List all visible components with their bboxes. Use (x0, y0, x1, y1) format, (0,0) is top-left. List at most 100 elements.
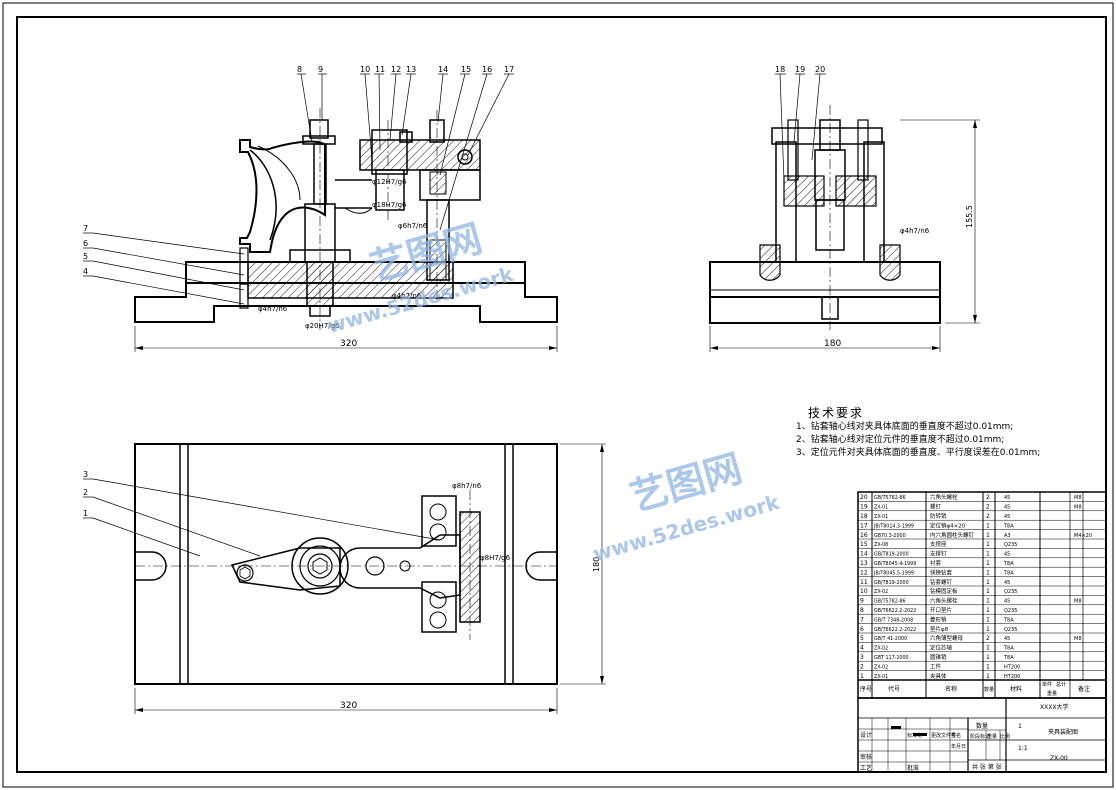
fit-label-9: φ8H7/g6 (480, 554, 511, 562)
bom-header: 序号 代号 名称 数量 材料 单件 总计 重量 备注 (860, 681, 1090, 697)
bom-cell-qty: 1 (986, 598, 990, 605)
review-label: 审核 (860, 753, 872, 761)
bom-cell-no: 19 (860, 504, 868, 511)
callout-13: 13 (406, 65, 416, 74)
bom-cell-no: 12 (860, 569, 868, 576)
change-label: 更改文件号 (931, 732, 956, 739)
callout-8: 8 (297, 65, 302, 74)
fit-label-6: φ20H7/g6 (305, 322, 340, 330)
bom-cell-mat: T8A (1003, 570, 1014, 576)
bom-cell-code: GB/T 41-2000 (874, 636, 907, 642)
bom-cell-no: 10 (860, 588, 868, 595)
tech-requirement-1: 1、钻套轴心线对夹具体底面的垂直度不超过0.01mm; (796, 422, 1014, 432)
bom-cell-name: 定位芯轴 (930, 644, 953, 652)
bom-cell-mat: T8A (1003, 561, 1014, 567)
bom-cell-code: GB70.3-2000 (874, 533, 906, 539)
bom-cell-mat: A3 (1004, 533, 1011, 539)
bom-cell-no: 14 (860, 551, 868, 558)
bom-cell-qty: 1 (986, 654, 990, 661)
bom-cell-mat: HT200 (1004, 664, 1020, 670)
bom-cell-name: 衬套 (930, 559, 942, 567)
side-view (709, 73, 980, 352)
bom-cell-name: 支撑钉 (930, 550, 947, 558)
tech-requirement-3: 3、定位元件对夹具体底面的垂直度、平行度误差在0.01mm; (796, 448, 1041, 458)
bom-cell-code: GBT 117-2000 (874, 655, 909, 661)
sheet-total: 共 张 第 张 (972, 763, 1002, 771)
front-view (134, 108, 558, 352)
bom-cell-qty: 1 (986, 616, 990, 623)
bom-cell-qty: 1 (986, 673, 990, 680)
qty-value: 1 (1018, 723, 1022, 730)
bom-cell-code: GB/T6622.2-2022 (874, 627, 916, 633)
dim-front-width: 320 (340, 339, 357, 349)
bom-cell-name: 钻模固定板 (930, 587, 958, 595)
process-label: 工艺 (860, 764, 872, 772)
bom-cell-no: 6 (860, 626, 864, 633)
bom-cell-mat: Q235 (1004, 627, 1017, 633)
callout-2: 2 (83, 488, 88, 497)
dim-plan-width: 320 (340, 701, 357, 711)
bom-cell-no: 16 (860, 532, 868, 539)
callout-5: 5 (83, 252, 88, 261)
bom-cell-mat: Q235 (1004, 608, 1017, 614)
bom-cell-no: 17 (860, 522, 868, 529)
bom-cell-note: M8 (1074, 505, 1082, 511)
bom-cell-mat: 45 (1004, 495, 1010, 501)
bom-table (857, 491, 1107, 699)
scale-label: 比例 (1000, 733, 1010, 740)
bom-cell-qty: 1 (986, 579, 990, 586)
bom-cell-code: GB/T 7348-2008 (874, 617, 913, 623)
bom-cell-no: 8 (860, 607, 864, 614)
bom-cell-mat: 45 (1004, 599, 1010, 605)
callout-20: 20 (815, 65, 825, 74)
callout-11: 11 (375, 65, 385, 74)
weight-label: 重量 (987, 733, 997, 740)
school-name: XXXX大学 (1040, 703, 1068, 711)
bom-header-qty: 数量 (984, 686, 994, 693)
callout-4: 4 (83, 267, 88, 276)
bom-cell-no: 1 (860, 673, 864, 680)
tech-requirement-2: 2、钻套轴心线对定位元件的垂直度不超过0.01mm; (796, 435, 1005, 445)
bom-cell-name: 垫片φ8 (930, 625, 949, 633)
bom-cell-name: 内六角圆柱头螺钉 (930, 531, 975, 539)
bom-cell-code: GB/T8045.4-1999 (874, 561, 916, 567)
dim-side-height: 155.5 (965, 205, 974, 228)
fit-label-8: φ8h7/n6 (452, 482, 482, 490)
bom-header-total: 总计 (1056, 681, 1066, 688)
bom-cell-name: 夹具体 (930, 672, 947, 680)
bom-cell-code: ZX-01 (874, 514, 888, 520)
callout-19: 19 (795, 65, 805, 74)
bom-cell-name: 开口垫片 (930, 606, 952, 614)
bom-cell-qty: 1 (986, 626, 990, 633)
bom-header-unit: 单件 (1042, 681, 1052, 688)
bom-cell-qty: 1 (986, 551, 990, 558)
bom-cell-qty: 2 (986, 504, 990, 511)
bom-cell-no: 11 (860, 579, 868, 586)
title-block-text: XXXX大学 夹具装配图 ZX-00 数量 1 阶段标记 重量 比例 1:1 共… (860, 703, 1078, 772)
callout-6: 6 (83, 239, 88, 248)
bom-cell-qty: 1 (986, 569, 990, 576)
bom-header-weight: 重量 (1047, 690, 1057, 697)
bom-cell-mat: Q235 (1004, 589, 1017, 595)
bom-cell-name: 防转销 (930, 512, 947, 520)
bom-cell-qty: 1 (986, 532, 990, 539)
fit-label-7: φ4h7/n6 (900, 227, 930, 235)
bom-cell-code: GB/T5782-86 (874, 495, 906, 501)
bom-cell-note: M8 (1074, 636, 1082, 642)
callout-12: 12 (391, 65, 401, 74)
bom-cell-mat: 45 (1004, 552, 1010, 558)
bom-cell-mat: T8A (1003, 646, 1014, 652)
bom-cell-no: 5 (860, 635, 864, 642)
drawing-number: ZX-00 (1050, 755, 1068, 762)
bom-cell-qty: 1 (986, 541, 990, 548)
bom-cell-no: 15 (860, 541, 868, 548)
callout-14: 14 (438, 65, 448, 74)
bom-cell-qty: 1 (986, 663, 990, 670)
callout-1: 1 (83, 509, 88, 518)
bom-cell-qty: 1 (986, 522, 990, 529)
designer-label: 设计 (860, 731, 872, 739)
bom-header-mat: 材料 (1010, 685, 1022, 693)
bom-cell-qty: 1 (986, 645, 990, 652)
bom-cell-no: 3 (860, 654, 864, 661)
bom-cell-qty: 2 (986, 635, 990, 642)
